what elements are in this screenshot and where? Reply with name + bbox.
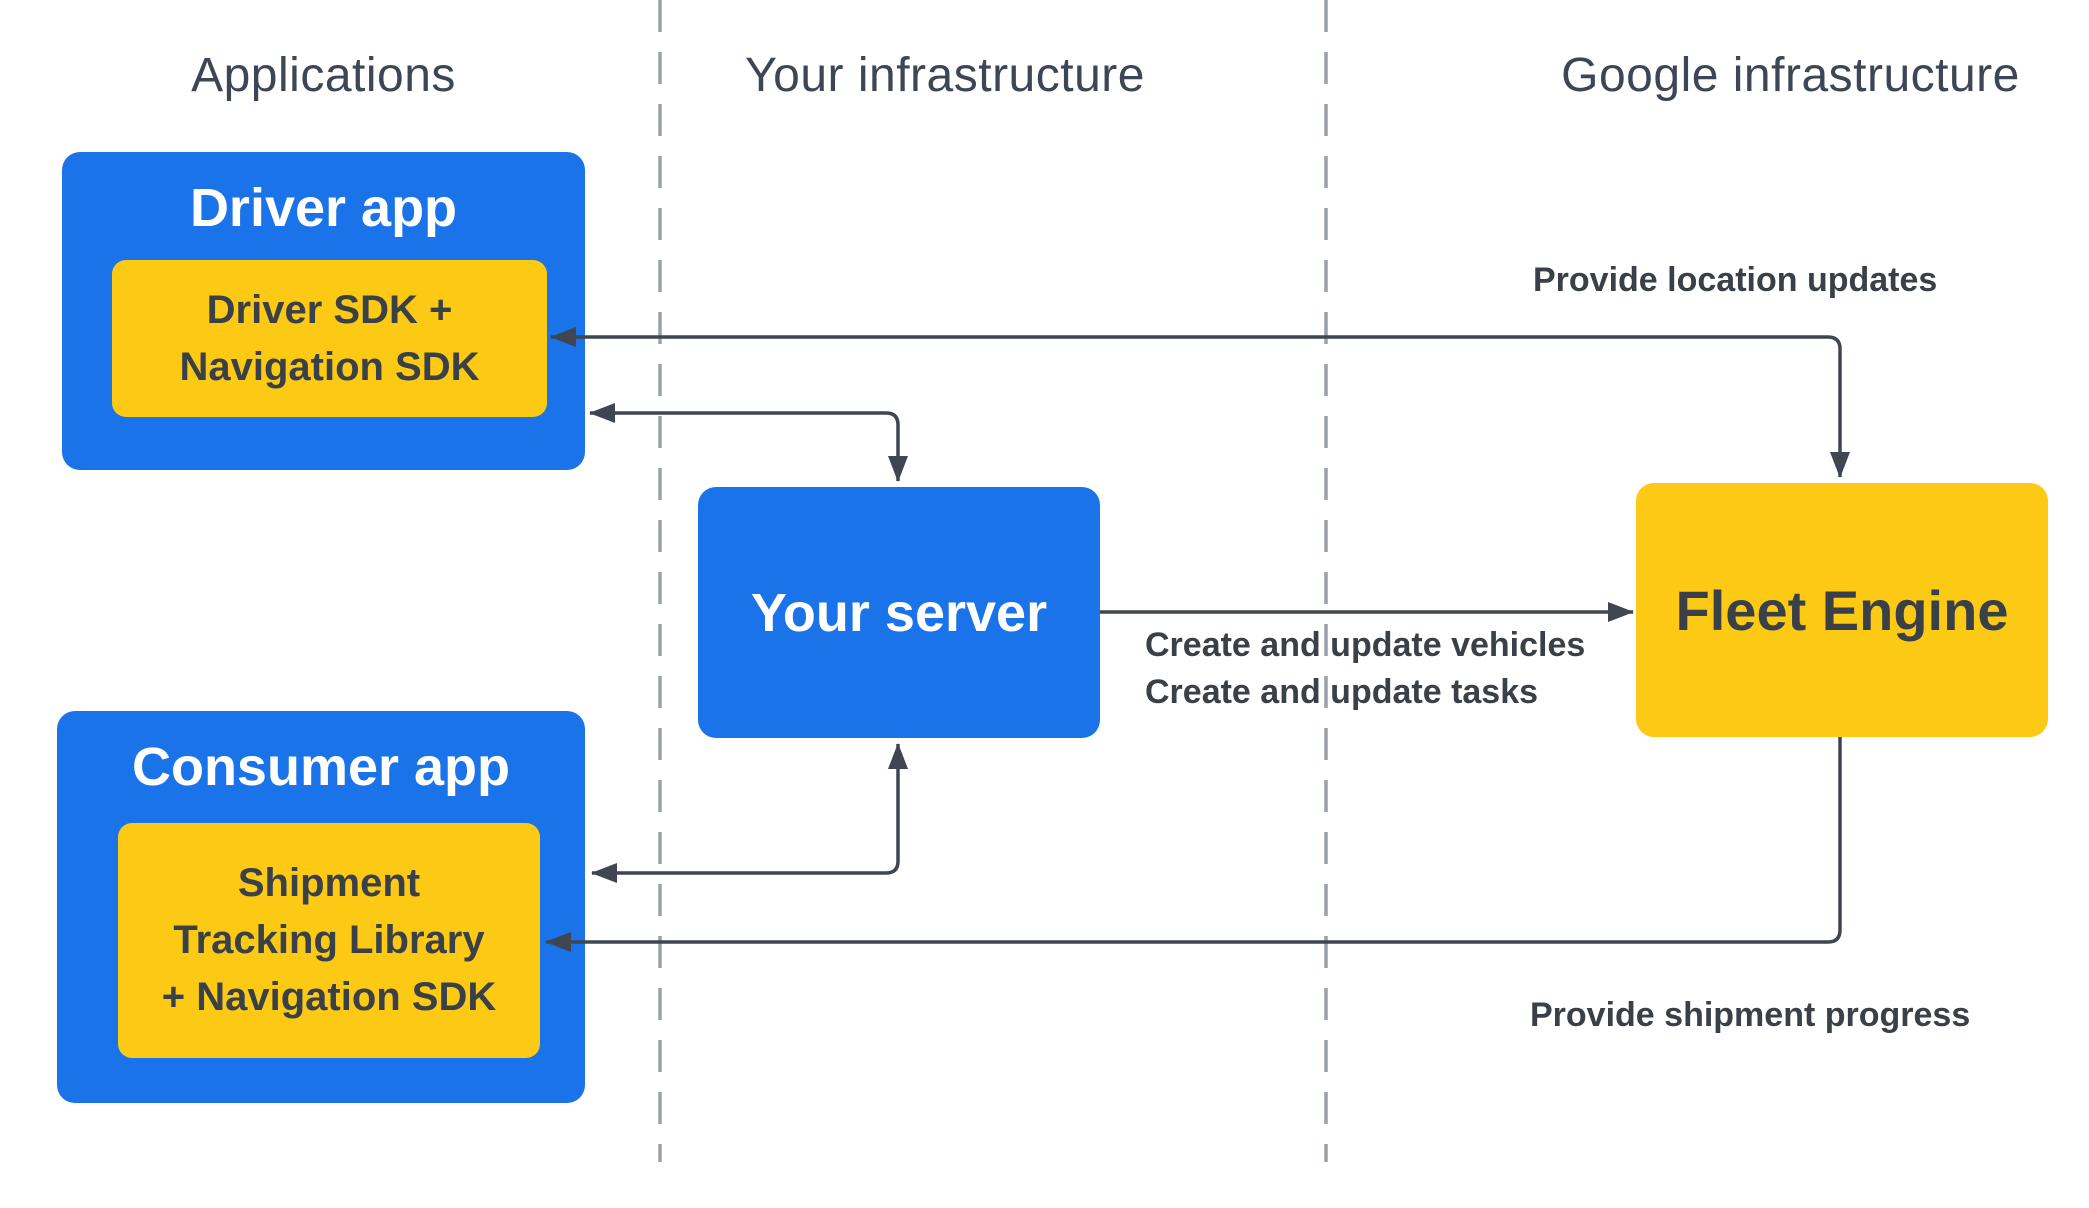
driver-sdk-line-2: Navigation SDK <box>179 344 480 389</box>
consumer-app-node: Consumer app Shipment Tracking Library +… <box>57 711 585 1103</box>
edge-label-create-tasks: Create and update tasks <box>1145 673 1539 711</box>
your-server-title: Your server <box>750 582 1048 643</box>
shipment-tracking-line-1: Shipment <box>237 861 421 905</box>
shipment-tracking-line-3: + Navigation SDK <box>161 975 497 1019</box>
edge-label-create-update: Create and update vehicles Create and up… <box>1145 622 1585 716</box>
driver-sdk-box: Driver SDK + Navigation SDK <box>112 260 547 417</box>
fleet-engine-title: Fleet Engine <box>1675 578 2009 642</box>
consumer-app-title: Consumer app <box>131 737 511 797</box>
column-header-google-infrastructure: Google infrastructure <box>1561 49 2020 102</box>
column-header-your-infrastructure: Your infrastructure <box>745 49 1145 102</box>
shipment-tracking-line-2: Tracking Library <box>173 918 485 962</box>
fleet-engine-node: Fleet Engine <box>1636 483 2048 737</box>
your-server-node: Your server <box>698 487 1100 738</box>
edge-driver-sdk-fleet-engine <box>550 327 1850 478</box>
driver-app-node: Driver app Driver SDK + Navigation SDK <box>62 152 585 470</box>
edge-label-create-vehicles: Create and update vehicles <box>1145 626 1586 664</box>
driver-sdk-line-1: Driver SDK + <box>206 287 453 332</box>
edge-driver-app-your-server <box>589 403 908 482</box>
edge-your-server-consumer-app <box>591 743 908 883</box>
driver-app-title: Driver app <box>189 178 458 238</box>
edge-label-provide-shipment-progress: Provide shipment progress <box>1530 996 1971 1034</box>
shipment-tracking-library-box: Shipment Tracking Library + Navigation S… <box>118 823 540 1058</box>
edge-fleet-engine-shipment-tracking <box>545 737 1842 952</box>
column-header-applications: Applications <box>191 49 456 102</box>
edge-label-provide-location-updates: Provide location updates <box>1533 261 1938 299</box>
